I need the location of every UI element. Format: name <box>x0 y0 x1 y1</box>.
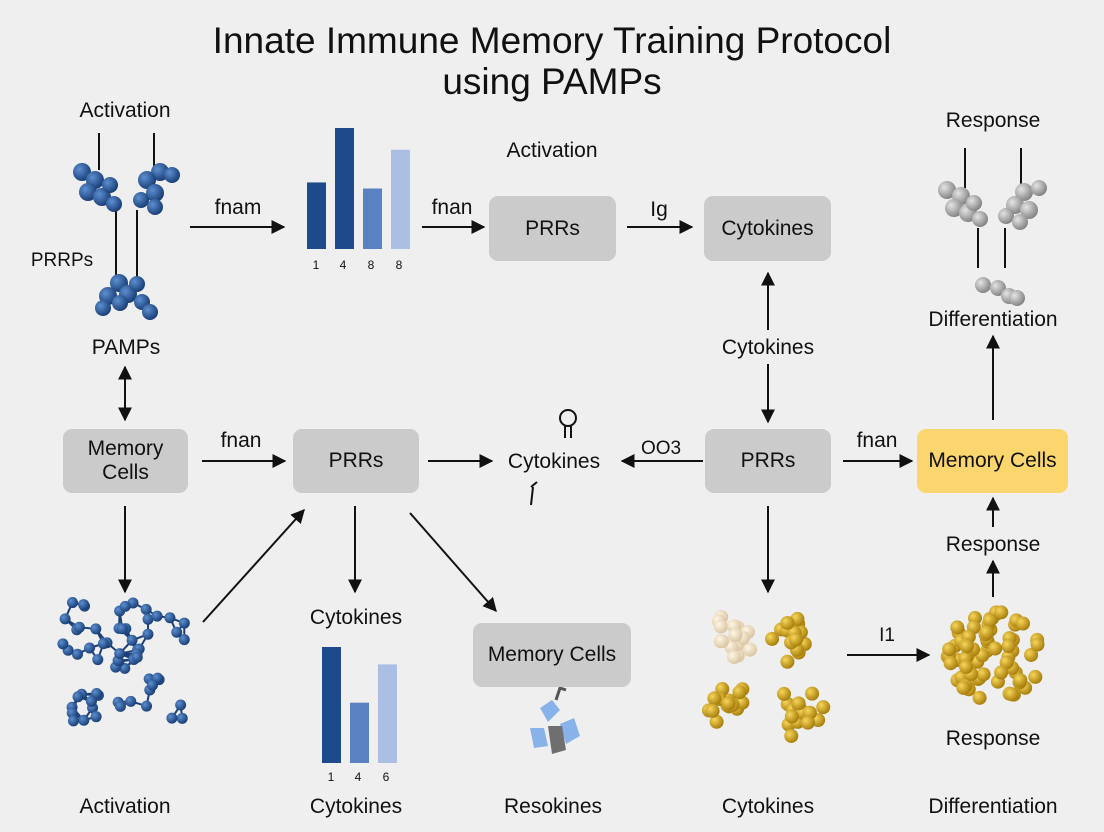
pamp-molecule-icon <box>73 133 180 320</box>
label-differentiation-top-right: Differentiation <box>928 308 1058 331</box>
gray-receptor-icon <box>938 148 1047 306</box>
label-response-right-mid: Response <box>945 533 1041 556</box>
chart2-tick-1: 1 <box>327 770 335 784</box>
bar-2 <box>350 702 369 763</box>
arrow-network-to-prrs <box>202 508 305 623</box>
resokines-icon <box>530 686 580 754</box>
arrow-label-ig: Ig <box>650 198 668 221</box>
title-line-2: using PAMPs <box>442 61 662 102</box>
label-differentiation-bottom: Differentiation <box>928 795 1058 818</box>
bar-3 <box>363 188 382 249</box>
arrow-label-fnam: fnam <box>214 196 262 219</box>
gold-cell-cluster-icon <box>701 609 831 743</box>
label-cytokines-bottom-right: Cytokines <box>721 795 815 818</box>
memory-cells-left-line2: Cells <box>102 461 149 484</box>
bar-2 <box>335 128 354 249</box>
chart1-tick-3: 8 <box>367 258 375 272</box>
prrs-box-mid-right[interactable]: PRRs <box>705 429 831 493</box>
arrow-label-i1: I1 <box>879 625 895 646</box>
label-cytokines-bottom-chart: Cytokines <box>309 795 403 818</box>
memory-cells-box-bottom[interactable]: Memory Cells <box>473 623 631 687</box>
bar-1 <box>307 182 326 249</box>
label-response-bottom-right: Response <box>945 727 1041 750</box>
label-prrps: PRRPs <box>30 250 94 271</box>
label-response-top-right: Response <box>945 109 1041 132</box>
arrow-label-fnan-mid-left: fnan <box>220 429 262 452</box>
molecular-network-icon <box>57 597 190 727</box>
bar-4 <box>391 149 410 249</box>
label-cytokines-chart-title: Cytokines <box>309 606 403 629</box>
memory-cells-box-right[interactable]: Memory Cells <box>917 429 1068 493</box>
label-pamps: PAMPs <box>91 336 161 359</box>
prrs-box-mid-left[interactable]: PRRs <box>293 429 419 493</box>
label-activation-top-left: Activation <box>79 99 171 122</box>
chart2-tick-3: 6 <box>382 770 390 784</box>
arrow-label-fnan-mid-right: fnan <box>856 429 898 452</box>
arrow-label-oo3: ΟΟ3 <box>640 438 682 459</box>
memory-cells-left-line1: Memory <box>87 437 164 460</box>
bar-1 <box>322 647 341 763</box>
gold-sphere-cluster-icon <box>940 605 1045 705</box>
bar-chart-top <box>307 128 410 249</box>
label-resokines: Resokines <box>503 795 603 818</box>
label-activation-top-center: Activation <box>506 139 598 162</box>
memory-cells-box-left[interactable]: Memory Cells <box>63 429 188 493</box>
label-cytokines-mid-vertical: Cytokines <box>721 336 815 359</box>
arrow-label-fnan-top: fnan <box>431 196 473 219</box>
label-cytokines-center: Cytokines <box>507 450 601 473</box>
title-line-1: Innate Immune Memory Training Protocol <box>212 20 892 61</box>
bar-chart-bottom <box>322 647 397 763</box>
cytokines-box-top[interactable]: Cytokines <box>704 196 831 261</box>
chart1-tick-2: 4 <box>339 258 347 272</box>
label-activation-bottom: Activation <box>79 795 171 818</box>
arrows <box>118 220 1000 662</box>
prrs-box-top[interactable]: PRRs <box>489 196 616 261</box>
chart1-tick-4: 8 <box>395 258 403 272</box>
arrow-prrs-to-memory-bottom <box>409 512 497 613</box>
diagram-title: Innate Immune Memory Training Protocol u… <box>0 20 1104 102</box>
receptor-icon <box>530 409 577 506</box>
chart2-tick-2: 4 <box>354 770 362 784</box>
bar-3 <box>378 664 397 763</box>
chart1-tick-1: 1 <box>312 258 320 272</box>
